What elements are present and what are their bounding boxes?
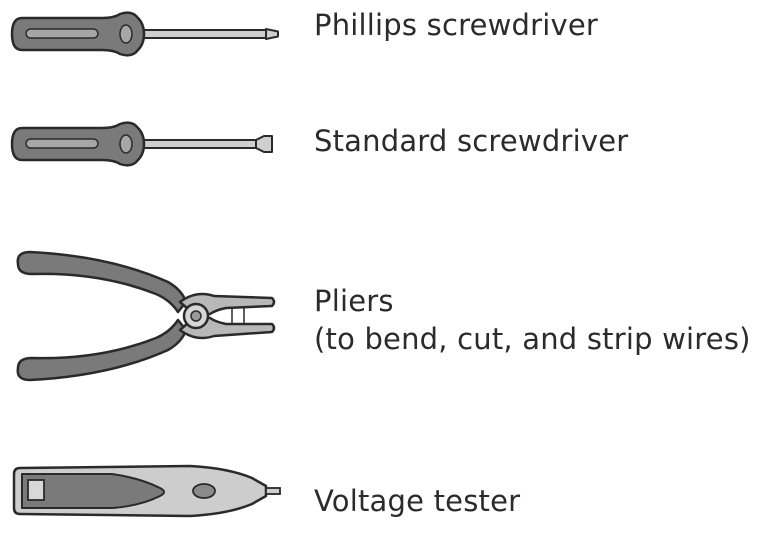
tool-label-phillips-screwdriver: Phillips screwdriver bbox=[314, 8, 599, 42]
tool-label-pliers: Pliers (to bend, cut, and strip wires) bbox=[314, 282, 751, 358]
standard-screwdriver-icon bbox=[10, 121, 273, 167]
pliers-label: Pliers bbox=[314, 284, 394, 318]
tool-row-phillips-screwdriver: Phillips screwdriver bbox=[0, 4, 760, 64]
tool-row-voltage-tester: Voltage tester bbox=[0, 452, 760, 532]
tool-label-voltage-tester: Voltage tester bbox=[314, 484, 521, 518]
phillips-screwdriver-icon bbox=[10, 11, 279, 57]
tool-row-pliers: Pliers (to bend, cut, and strip wires) bbox=[0, 240, 760, 390]
pliers-note: (to bend, cut, and strip wires) bbox=[314, 322, 751, 356]
tool-row-standard-screwdriver: Standard screwdriver bbox=[0, 114, 760, 174]
pliers-icon bbox=[16, 250, 276, 382]
tool-label-standard-screwdriver: Standard screwdriver bbox=[314, 124, 629, 158]
voltage-tester-icon bbox=[12, 464, 281, 518]
